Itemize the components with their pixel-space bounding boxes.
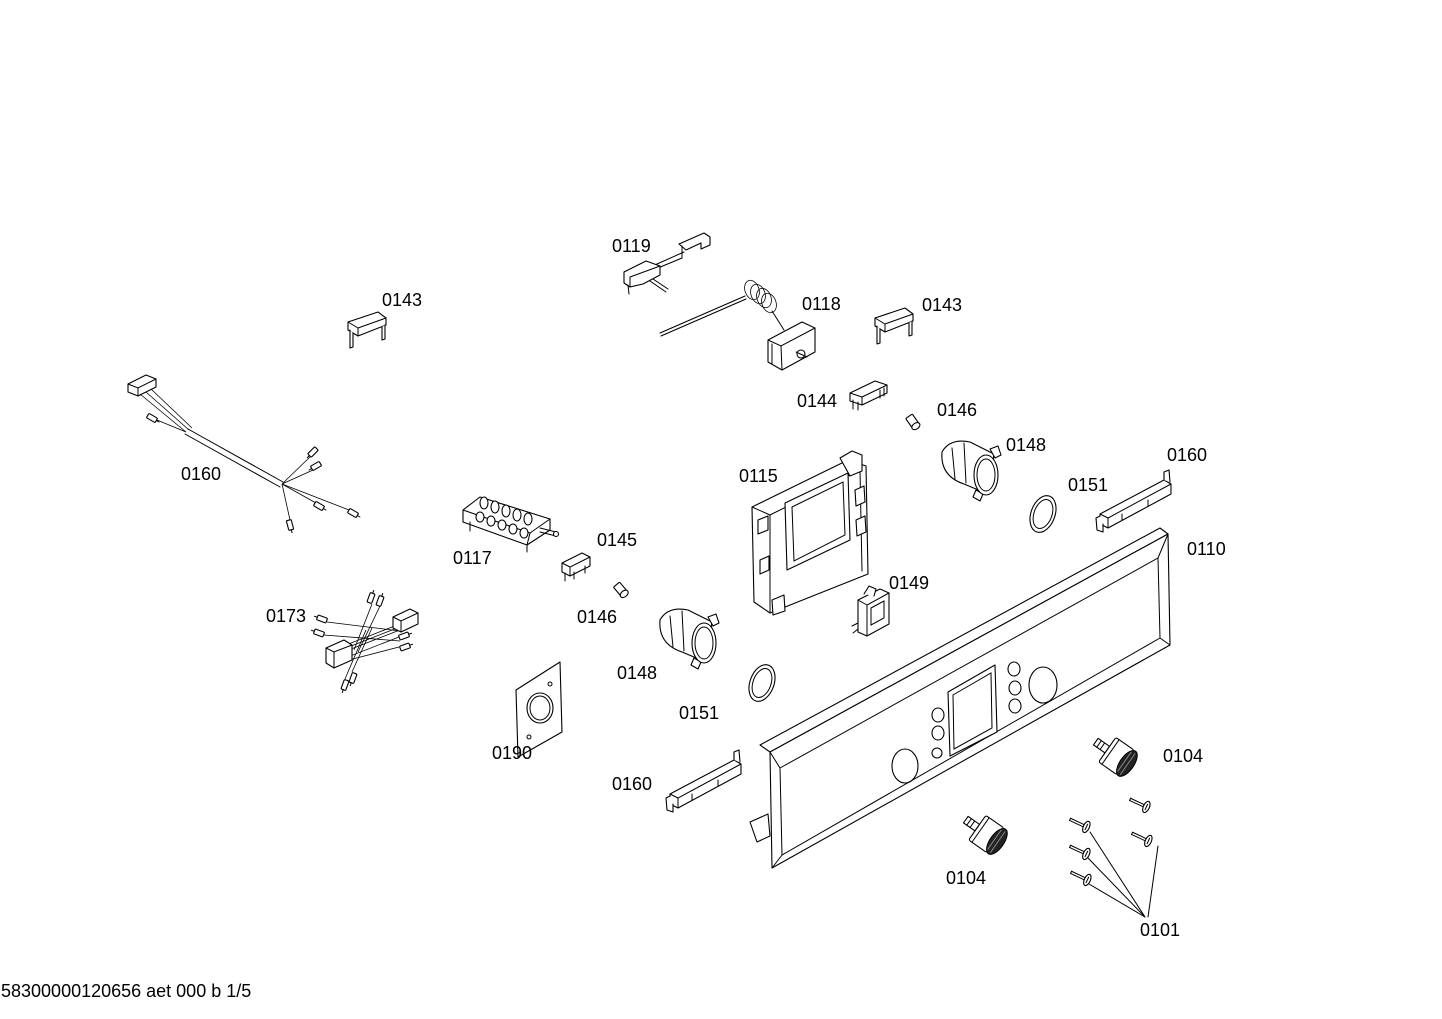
callout-label: 0115	[739, 466, 778, 486]
callout-label: 0143	[922, 295, 962, 315]
part-0173-harness	[310, 589, 419, 694]
callout-label: 0145	[597, 530, 637, 550]
callout-label: 0146	[577, 607, 617, 627]
part-0143-right	[874, 307, 914, 345]
part-0190	[515, 661, 563, 758]
part-0143-left	[347, 311, 387, 349]
leader-line	[1087, 857, 1146, 918]
part-0149	[851, 585, 890, 637]
callout-label: 0110	[1187, 539, 1226, 559]
callout-label: 0117	[453, 548, 492, 568]
leader-line	[1147, 845, 1159, 918]
callout-label: 0190	[492, 743, 532, 763]
part-0110-control-panel	[749, 527, 1171, 869]
panel-buttons	[931, 661, 1022, 759]
part-0148-lower	[659, 608, 720, 670]
display-window	[947, 664, 998, 757]
part-0115	[751, 450, 869, 616]
part-0146-upper	[904, 413, 922, 432]
part-0101-screws	[1066, 793, 1159, 918]
callout-label: 0160	[181, 464, 221, 484]
part-0119	[623, 232, 711, 295]
callout-label: 0149	[889, 573, 929, 593]
callout-label: 0143	[382, 290, 422, 310]
document-footer: 58300000120656 aet 000 b 1/5	[1, 981, 251, 1001]
callout-label: 0118	[802, 294, 841, 314]
callout-label: 0148	[617, 663, 657, 683]
part-0148-upper	[941, 440, 1002, 502]
callout-label: 0151	[679, 703, 719, 723]
callout-label: 0160	[1167, 445, 1207, 465]
callout-label: 0146	[937, 400, 977, 420]
part-0145	[561, 552, 591, 582]
callout-label: 0104	[1163, 746, 1203, 766]
callout-label: 0160	[612, 774, 652, 794]
part-0151-lower	[743, 660, 781, 706]
callout-label: 0104	[946, 868, 986, 888]
callout-label: 0148	[1006, 435, 1046, 455]
part-0160-lower	[665, 749, 742, 813]
part-0118	[659, 279, 816, 371]
callout-label: 0144	[797, 391, 837, 411]
part-0151-upper	[1024, 491, 1062, 537]
knob-opening-left	[891, 748, 919, 784]
callout-label: 0151	[1068, 475, 1108, 495]
leader-line	[1089, 831, 1146, 918]
leader-line	[1088, 883, 1146, 918]
callout-labels: 0119 0143 0118 0143 0144 0146 0160 0148 …	[181, 236, 1226, 940]
callout-label: 0119	[612, 236, 651, 256]
part-0160-cable	[127, 374, 362, 534]
part-0144	[849, 380, 888, 411]
part-0146-lower	[612, 581, 631, 600]
callout-label: 0173	[266, 606, 306, 626]
callout-label: 0101	[1140, 920, 1180, 940]
part-0104-right-knob	[1086, 728, 1142, 781]
part-0104-lower-knob	[956, 806, 1012, 859]
part-0117	[462, 496, 560, 553]
knob-opening-right	[1028, 666, 1058, 704]
